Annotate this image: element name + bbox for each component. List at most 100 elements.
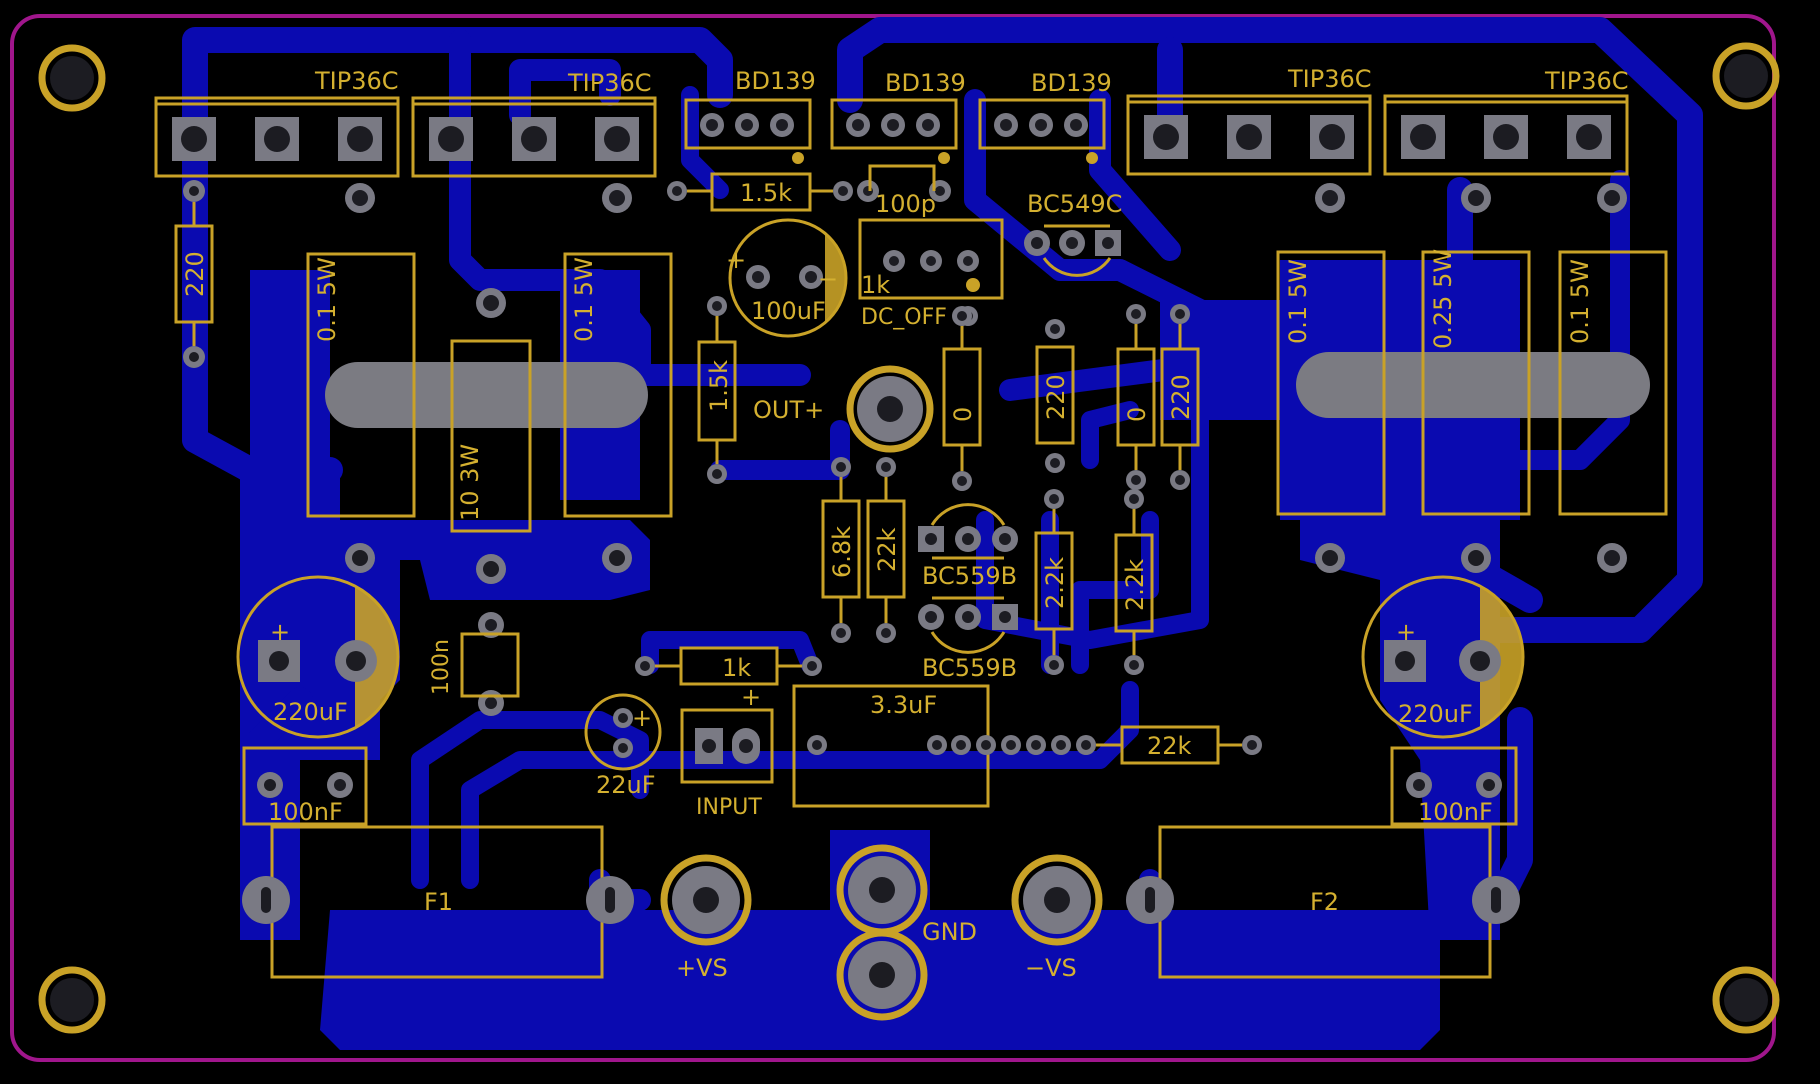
transistor-q1: TIP36C [154,67,400,178]
label-r01-5w-a: 0.1 5W [313,257,341,342]
transistor-bd139-2: BD139 [830,69,966,164]
copper-trace [182,27,733,128]
resistor-1k5-top: 1.5k [667,172,853,212]
mount-hole [1712,42,1780,110]
copper-trace [1089,89,1181,261]
fuse-f1: F1 [242,825,634,979]
resistor-220-b: 220 [1160,304,1200,490]
terminal-vs-minus: −VS [1011,854,1103,982]
terminal-gnd: GND [836,844,977,1021]
label-plus-a: + [726,246,746,274]
capacitor-220uf-left: + 220uF [236,575,400,739]
heatsink-slot-right [1296,352,1650,418]
label-r22k-a: 22k [873,527,901,572]
label-c100n: 100n [429,639,454,695]
capacitor-100nf-left: 100nF [242,746,368,826]
label-f2: F2 [1310,888,1339,916]
transistor-bd139-3: BD139 [978,69,1112,164]
mount-hole [38,44,106,112]
label-c220uf-left: 220uF [273,698,348,726]
terminal-out-plus: OUT+ [753,365,934,453]
label-r0b: 0 [1123,407,1151,422]
resistor-1k5-vertical: 1.5k [697,296,737,484]
capacitor-220uf-right: + 220uF [1361,575,1525,739]
copper-trace [641,631,819,674]
label-dc-off: DC_OFF [861,305,947,330]
label-trim1k: 1k [861,271,890,299]
resistor-2k2-a: 2.2k [1034,489,1074,675]
resistor-0-a: 0 [942,306,982,491]
label-r2k2-a: 2.2k [1041,557,1069,609]
copper-trace [681,86,729,199]
label-bd1: BD139 [735,67,816,95]
transistor-bd139-1: BD139 [684,67,816,164]
label-gnd: GND [922,918,977,946]
copper-trace [976,371,1209,649]
label-r1k5-top: 1.5k [740,179,792,207]
label-r220-left: 220 [181,251,209,297]
transistor-q4: TIP36C [1383,67,1629,176]
resistor-025-5w: 0.25 5W [1421,249,1531,516]
label-r220b: 220 [1167,374,1195,420]
label-minus: − [818,265,838,293]
heatsink-slot-left [325,362,648,428]
label-c100nf-right: 100nF [1418,798,1493,826]
copper-trace [1490,170,1630,470]
copper-trace [247,687,313,913]
label-c100nf-left: 100nF [268,798,343,826]
label-c100uf: 100uF [751,297,826,325]
mount-hole [38,966,106,1034]
mounting-holes [38,42,1780,1034]
copper-trace [411,711,649,889]
resistor-2k2-b: 2.2k [1114,489,1154,675]
label-r6k8: 6.8k [828,526,856,578]
label-c22uf: 22uF [596,771,656,799]
resistor-01-5w-d: 0.1 5W [1558,250,1668,516]
label-bc549: BC549C [1027,190,1122,218]
label-bd2: BD139 [885,69,966,97]
mount-hole [1724,978,1768,1022]
label-plus-e: + [741,683,761,711]
resistor-01-5w-b: 0.1 5W [563,252,673,518]
mount-hole [50,56,94,100]
pin-row [951,735,1096,755]
label-r1k5-vert: 1.5k [705,360,733,412]
capacitor-100nf-right: 100nF [1390,746,1518,826]
label-q1: TIP36C [314,67,399,95]
board-outline [10,14,1776,1062]
resistor-0-b: 0 [1116,304,1156,490]
label-c100p: 100p [875,190,936,218]
capacitor-100uf: + − 100uF [726,218,848,338]
transistor-bc559b-1: BC559B [918,503,1018,590]
label-r0a: 0 [949,407,977,422]
mount-hole [1724,54,1768,98]
label-bd3: BD139 [1031,69,1112,97]
label-q3: TIP36C [1287,65,1372,93]
label-f1: F1 [424,888,453,916]
label-bc559a: BC559B [922,562,1017,590]
copper-trace [710,420,850,480]
label-vs-plus: +VS [676,954,728,982]
label-q4: TIP36C [1544,67,1629,95]
terminal-vs-plus: +VS [660,854,752,982]
label-r10-3w: 10 3W [456,444,484,521]
label-bc559b: BC559B [922,654,1017,682]
resistor-6k8: 6.8k [821,457,861,643]
label-input: INPUT [696,795,762,820]
resistor-220-left: 220 [174,180,214,368]
resistor-22k-a: 22k [866,457,906,643]
label-r01-5w-b: 0.1 5W [570,257,598,342]
label-plus-b: + [270,618,290,646]
resistor-220-a: 220 [1035,319,1075,473]
connector-input: + INPUT [680,683,774,820]
label-r2k2-b: 2.2k [1121,559,1149,611]
label-r1k: 1k [722,654,751,682]
resistor-22k-b: 22k [1096,725,1262,765]
transistor-bc559b-2: BC559B [918,596,1018,682]
label-r01-5w-d: 0.1 5W [1566,259,1594,344]
copper-pour [1300,520,1500,940]
label-r220a: 220 [1042,374,1070,420]
resistor-1k: 1k [635,646,822,686]
label-plus-c: + [1396,618,1416,646]
